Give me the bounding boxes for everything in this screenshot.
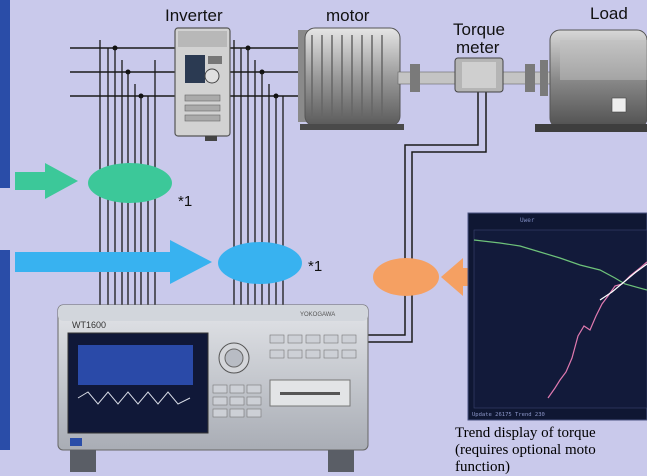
torque-signal-cable [368, 84, 487, 343]
arrow-right-icon [15, 240, 212, 284]
trend-screen-header: Uwer [520, 217, 535, 224]
arrow-right-icon [15, 163, 78, 199]
load-label: Load [590, 4, 628, 23]
orange-measurement-marker [373, 258, 439, 296]
trend-caption-line2: (requires optional moto [455, 442, 596, 458]
trend-display-screen: Uwer Update 26175 Trend 230 [467, 212, 647, 421]
trend-green-line [473, 239, 647, 291]
motor-device [298, 27, 404, 130]
trend-caption-line1: Trend display of torque [455, 425, 596, 441]
footnote-mark-middle: *1 [308, 258, 323, 275]
trend-screen-status: Update 26175 Trend 230 [472, 412, 545, 418]
left-edge-strip-bottom [0, 250, 10, 450]
inverter-device [174, 27, 231, 141]
trend-white-line [599, 263, 647, 301]
instrument-model-label: WT1600 [72, 320, 107, 330]
torque-meter-device [454, 57, 504, 93]
power-analyzer: YOKOGAWA [57, 304, 369, 472]
motor-label: motor [326, 6, 370, 25]
inverter-label: Inverter [165, 6, 223, 25]
blue-measurement-marker [218, 242, 302, 284]
footnote-mark-top: *1 [178, 193, 193, 210]
trend-caption-line3: function) [455, 459, 510, 475]
arrow-left-icon [441, 258, 468, 296]
green-measurement-marker [88, 163, 172, 203]
torque-meter-label-line2: meter [456, 38, 500, 57]
torque-meter-label-line1: Torque [453, 20, 505, 39]
instrument-brand: YOKOGAWA [300, 312, 335, 318]
left-edge-strip-top [0, 0, 10, 188]
load-device [535, 29, 647, 132]
